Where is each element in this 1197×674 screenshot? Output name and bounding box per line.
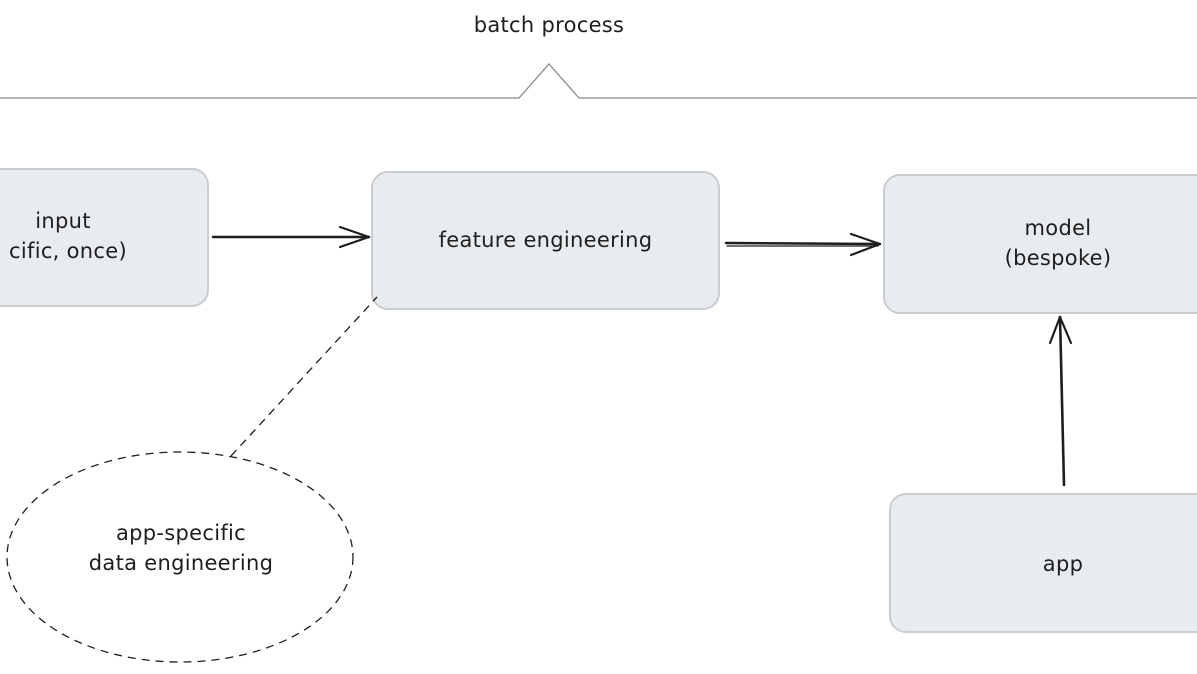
input-node-line2: cific, once)	[9, 239, 127, 263]
arrow-input-to-feature	[211, 225, 371, 249]
note-label: app-specific data engineering	[56, 518, 306, 578]
app-node-box[interactable]	[889, 493, 1197, 633]
note-line1: app-specific	[115, 521, 247, 545]
arrow-feature-to-model	[724, 232, 882, 257]
app-node-label: app	[1042, 552, 1084, 576]
input-node-line1: input	[35, 209, 91, 233]
feature-engineering-node-box[interactable]	[371, 171, 720, 310]
model-node-line2: (bespoke)	[1004, 246, 1112, 270]
batch-process-bracket	[0, 63, 1197, 99]
model-node-line1: model	[1024, 216, 1092, 240]
feature-engineering-label: feature engineering	[438, 228, 653, 252]
batch-process-label: batch process	[473, 13, 625, 37]
arrow-app-to-model	[1048, 315, 1073, 487]
note-line2: data engineering	[88, 551, 274, 575]
input-node-box[interactable]	[0, 168, 209, 307]
model-node-label: model (bespoke)	[958, 213, 1158, 273]
input-node-label: input cific, once)	[0, 206, 180, 266]
note-connector	[230, 296, 378, 457]
model-node-box[interactable]	[883, 174, 1197, 314]
note-ellipse[interactable]	[6, 451, 354, 663]
